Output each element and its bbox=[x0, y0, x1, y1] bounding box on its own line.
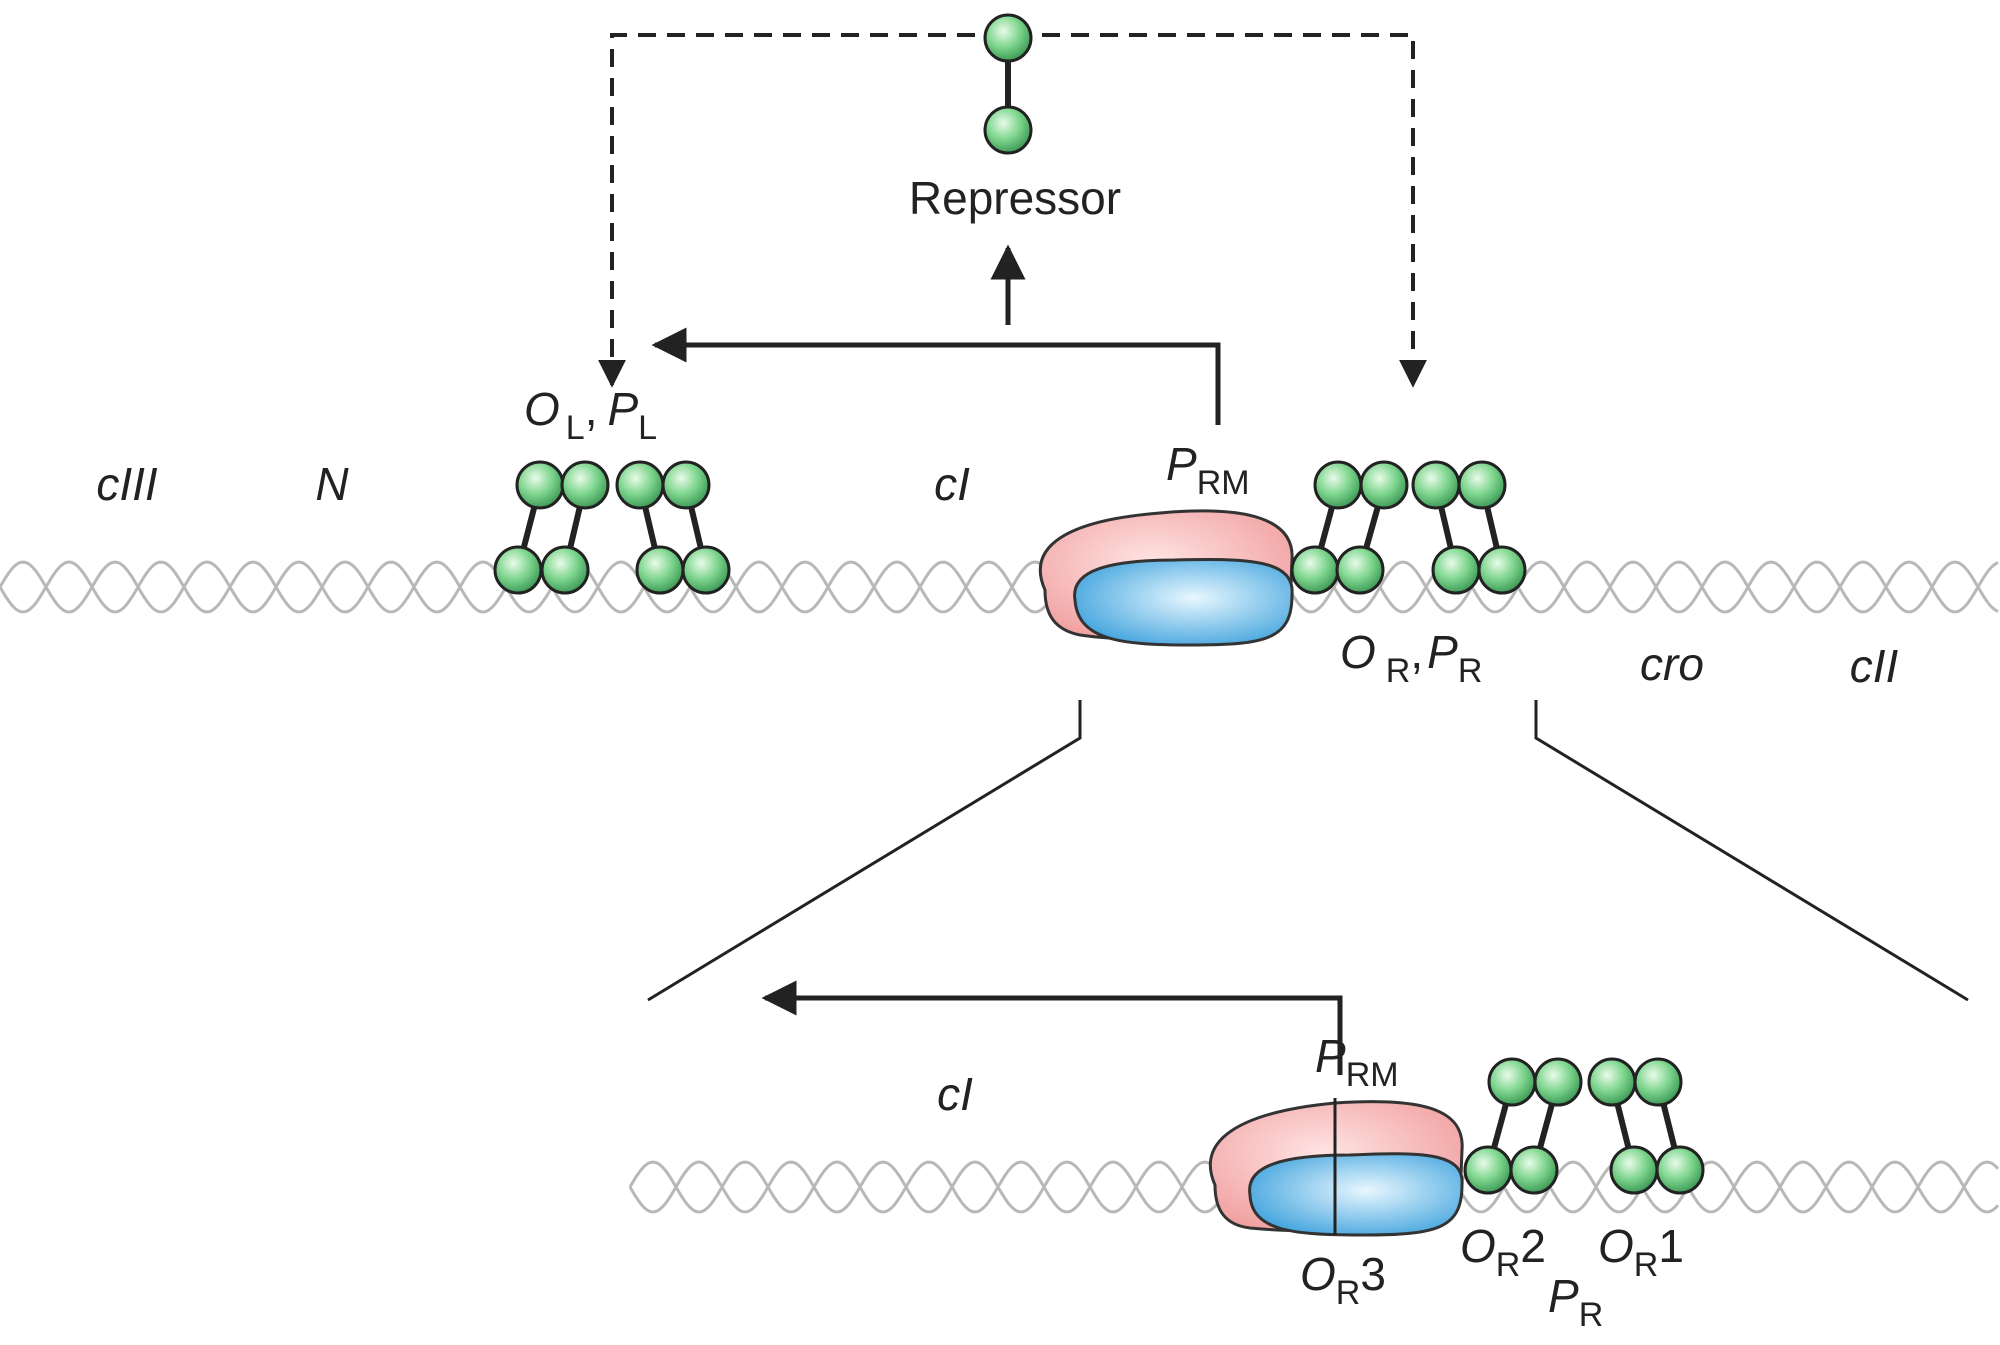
repressor-domain bbox=[1655, 1145, 1705, 1195]
transcription-arrow-top bbox=[651, 244, 1221, 425]
repressor-domain bbox=[1509, 1145, 1559, 1195]
repressor-domain bbox=[635, 545, 685, 595]
dna-helix-top bbox=[0, 560, 1999, 614]
repressor-domain bbox=[1533, 1057, 1583, 1107]
repressor-domain bbox=[1633, 1057, 1683, 1107]
repressor-domain bbox=[1290, 545, 1340, 595]
repressor-dimer bbox=[493, 460, 610, 595]
repressor-dimer bbox=[615, 460, 731, 595]
repressor-domain bbox=[1335, 545, 1385, 595]
repressor-dimer bbox=[1411, 460, 1527, 595]
or2-label: OR2 bbox=[1460, 1220, 1546, 1284]
repressor-dimer bbox=[1290, 460, 1409, 595]
repressor-label: Repressor bbox=[909, 172, 1121, 224]
repressor-domain bbox=[1609, 1145, 1659, 1195]
repressor-domain bbox=[1359, 460, 1409, 510]
gene-cii-label: cII bbox=[1850, 640, 1899, 692]
dna-strand-1 bbox=[0, 560, 1999, 614]
feedback-dashed-arrows bbox=[598, 33, 1427, 388]
repressor-domain bbox=[1587, 1057, 1637, 1107]
repressor-domain bbox=[1463, 1145, 1513, 1195]
repressor-domain bbox=[615, 460, 665, 510]
transcription-arrow-zoom bbox=[761, 980, 1343, 1075]
repressor-domain bbox=[1313, 460, 1363, 510]
repressor-domain bbox=[560, 460, 610, 510]
repressor-dimer bbox=[1463, 1057, 1583, 1195]
repressor-domain bbox=[661, 460, 711, 510]
gene-cro-label: cro bbox=[1640, 638, 1704, 690]
gene-ci-label: cI bbox=[934, 458, 970, 510]
repressor-domain bbox=[1431, 545, 1481, 595]
repressor-dimer bbox=[1587, 1057, 1705, 1195]
bound-repressor-dimers bbox=[493, 460, 1705, 1195]
pr-label-zoom: PR bbox=[1548, 1270, 1603, 1334]
repressor-domain bbox=[1411, 460, 1461, 510]
or1-label: OR1 bbox=[1598, 1220, 1684, 1284]
repressor-domain bbox=[515, 460, 565, 510]
zoom-ci-label: cI bbox=[937, 1068, 973, 1120]
repressor-domain bbox=[1457, 460, 1507, 510]
repressor-domain bbox=[493, 545, 543, 595]
gene-ciii-label: cIII bbox=[96, 458, 158, 510]
dna-strand-2 bbox=[0, 560, 1999, 614]
rna-polymerase-top bbox=[1038, 509, 1294, 647]
gene-n-label: N bbox=[315, 458, 349, 510]
prm-label-top: PRM bbox=[1166, 438, 1250, 502]
repressor-domain bbox=[681, 545, 731, 595]
rnap-small-subunit bbox=[1073, 557, 1294, 647]
free-repressor-dimer bbox=[983, 13, 1033, 155]
or3-label: OR3 bbox=[1300, 1248, 1386, 1312]
rna-polymerase-zoom bbox=[1208, 1098, 1464, 1237]
prm-label-zoom: PRM bbox=[1315, 1030, 1399, 1094]
repressor-domain bbox=[1487, 1057, 1537, 1107]
repressor-domain bbox=[540, 545, 590, 595]
zoom-callout-lines bbox=[647, 700, 1969, 1002]
repressor-domain bbox=[1477, 545, 1527, 595]
